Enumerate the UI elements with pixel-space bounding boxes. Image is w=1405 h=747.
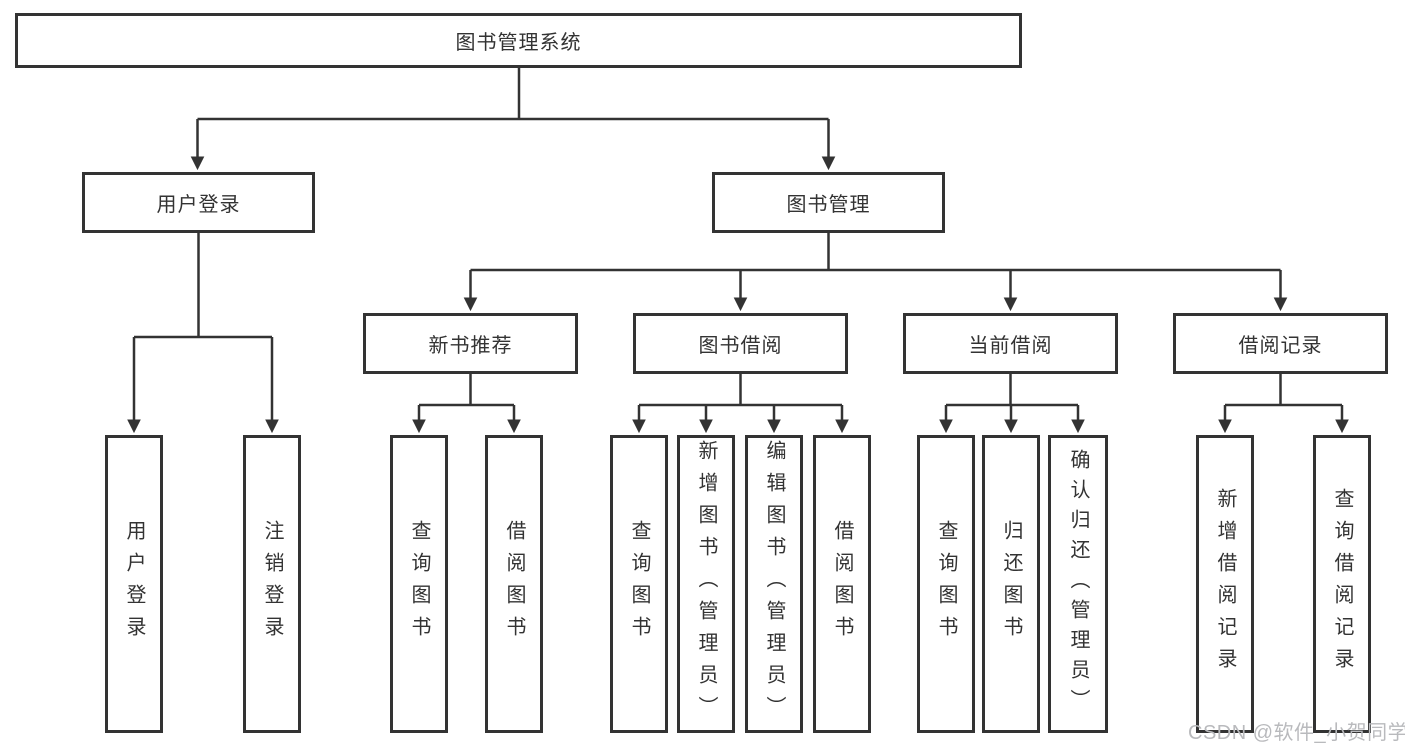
leaf-borrow-books-recommend: 借阅图书 [485,435,543,733]
leaf-borrow-books: 借阅图书 [813,435,871,733]
node-current-borrowing: 当前借阅 [903,313,1118,374]
node-root-system: 图书管理系统 [15,13,1022,68]
leaf-return-books-label: 归还图书 [1000,520,1022,648]
leaf-add-borrow-record: 新增借阅记录 [1196,435,1254,733]
leaf-confirm-return-admin-label: 确认归还（管理员） [1067,449,1089,719]
leaf-query-books-recommend-label: 查询图书 [408,520,430,648]
leaf-return-books: 归还图书 [982,435,1040,733]
connector-user-login-trunk [134,233,272,339]
connector-new-book-trunk [419,374,514,407]
leaf-query-borrow-record: 查询借阅记录 [1313,435,1371,733]
leaf-confirm-return-admin: 确认归还（管理员） [1048,435,1108,733]
connector-book-management-trunk [470,233,1281,272]
leaf-logout-login: 注销登录 [243,435,301,733]
leaf-borrow-books-label: 借阅图书 [831,520,853,648]
leaf-query-books-borrow-label: 查询图书 [628,520,650,648]
leaf-borrow-books-recommend-label: 借阅图书 [503,520,525,648]
leaf-logout-login-label: 注销登录 [261,520,283,648]
leaf-query-books-borrow: 查询图书 [610,435,668,733]
leaf-edit-books-admin-label: 编辑图书（管理员） [763,440,785,728]
leaf-user-login: 用户登录 [105,435,163,733]
leaf-query-books-recommend: 查询图书 [390,435,448,733]
connector-book-borrow-trunk [639,374,842,407]
connector-borrow-records-trunk [1225,374,1342,407]
node-book-management: 图书管理 [712,172,945,233]
csdn-watermark: CSDN @软件_小贺同学 [1188,722,1405,744]
node-user-login: 用户登录 [82,172,315,233]
leaf-edit-books-admin: 编辑图书（管理员） [745,435,803,733]
node-borrowing-records: 借阅记录 [1173,313,1388,374]
leaf-add-books-admin: 新增图书（管理员） [677,435,735,733]
node-new-book-recommend: 新书推荐 [363,313,578,374]
leaf-query-books-current-label: 查询图书 [935,520,957,648]
leaf-query-books-current: 查询图书 [917,435,975,733]
node-book-borrowing: 图书借阅 [633,313,848,374]
connector-current-borrow-trunk [946,374,1078,407]
connector-root-trunk [197,68,829,121]
leaf-add-borrow-record-label: 新增借阅记录 [1214,488,1236,680]
leaf-user-login-label: 用户登录 [123,520,145,648]
leaf-query-borrow-record-label: 查询借阅记录 [1331,488,1353,680]
leaf-add-books-admin-label: 新增图书（管理员） [695,440,717,728]
